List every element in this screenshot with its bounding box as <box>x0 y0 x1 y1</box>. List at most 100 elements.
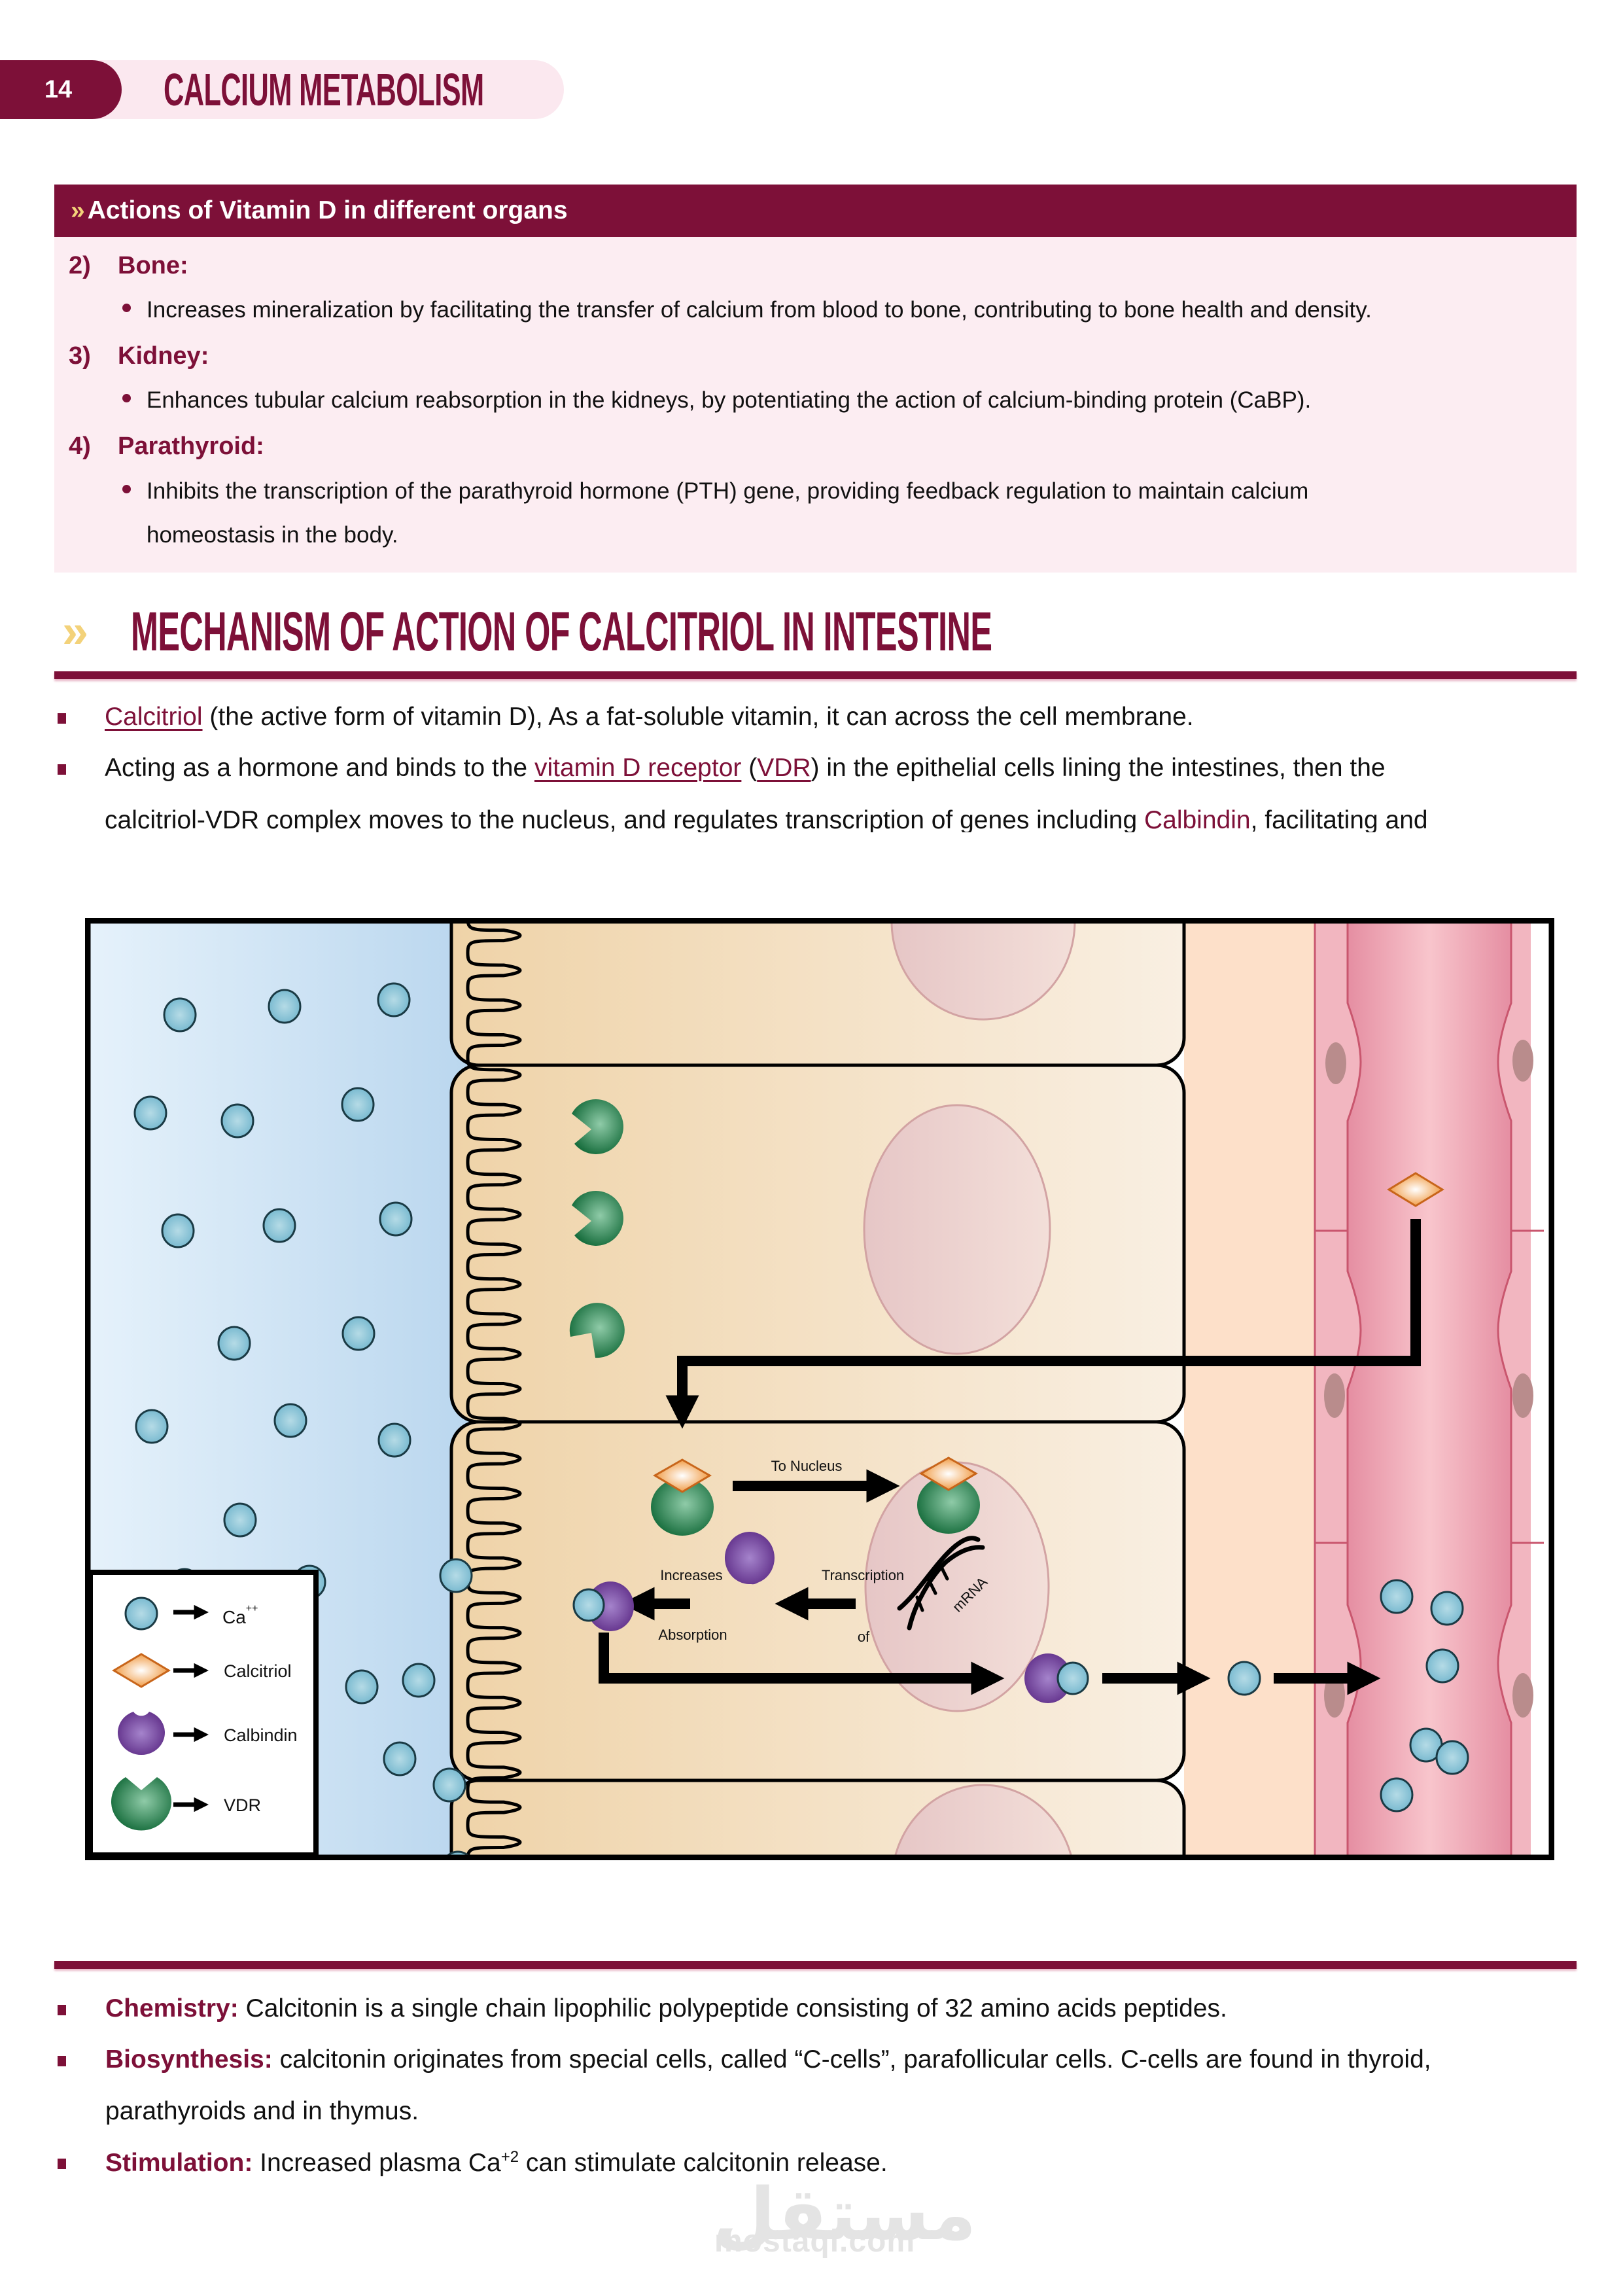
keyword-stimulation: Stimulation: <box>105 2149 253 2177</box>
calcitriol-entry-arrow <box>665 1219 1421 1429</box>
free-vdr-group <box>569 1099 625 1358</box>
paragraph-text: Calcitonin is a single chain lipophilic … <box>238 1994 1227 2022</box>
paragraph-text: , facilitating and <box>1250 806 1428 832</box>
calcium-ion <box>273 1403 307 1438</box>
label-increases: Increases <box>660 1567 722 1583</box>
paragraph-continued-clipped: calcitriol-VDR complex moves to the nucl… <box>105 806 1428 832</box>
organ-item-bone: 2) <box>69 252 91 280</box>
square-bullet-icon <box>58 2159 66 2169</box>
calcium-ion <box>377 982 411 1017</box>
calcium-ion <box>1380 1579 1414 1614</box>
organ-number: 2) <box>69 252 91 279</box>
blood-vessel <box>1314 918 1544 1860</box>
paragraph-text: ( <box>741 754 758 782</box>
endothelial-nucleus <box>1512 1373 1533 1418</box>
diagram-legend: Ca++ Calcitriol Calbindin VDR <box>88 1570 319 1858</box>
label-to-nucleus: To Nucleus <box>771 1458 843 1474</box>
endothelial-nucleus <box>1512 1040 1533 1082</box>
endothelial-nucleus <box>1512 1673 1533 1718</box>
basolateral-transport-arrow <box>599 1633 1005 1695</box>
calcium-ion <box>163 997 197 1033</box>
cell-nucleus <box>893 1784 1073 1860</box>
calcium-ion <box>1425 1648 1459 1684</box>
organ-number: 3) <box>69 342 91 370</box>
square-bullet-icon <box>58 713 66 724</box>
calcium-ion <box>1380 1777 1414 1812</box>
double-chevron-icon: » <box>71 196 85 224</box>
blood-calcium-ions <box>1380 1579 1469 1812</box>
vdr-receptor <box>572 1099 623 1154</box>
calcium-ion <box>1435 1740 1469 1775</box>
vdr-receptor <box>572 1190 623 1246</box>
label-absorption: Absorption <box>658 1627 727 1643</box>
calcium-ion <box>133 1095 167 1131</box>
calcitriol-mechanism-diagram: To Nucleus Increases Absorption Transcri… <box>85 918 1554 1860</box>
vitamin-d-actions-header: »Actions of Vitamin D in different organ… <box>54 185 1577 237</box>
paragraph-text: can stimulate calcitonin release. <box>519 2149 888 2177</box>
bullet-dot <box>122 302 131 314</box>
paragraph-biosynthesis-continued: parathyroids and in thymus. <box>105 2097 419 2125</box>
page-number-badge: 14 <box>0 60 122 119</box>
calcium-ion <box>383 1741 417 1776</box>
calbindin-calcium-complex-basolateral <box>1024 1653 1089 1703</box>
keyword-biosynthesis: Biosynthesis: <box>105 2045 273 2074</box>
vdr-receptor <box>569 1303 625 1358</box>
vitamin-d-actions-box <box>54 185 1577 573</box>
paragraph-vdr: Acting as a hormone and binds to the vit… <box>105 754 1386 783</box>
calcium-ion <box>161 1213 195 1248</box>
legend-label-ca: Ca++ <box>222 1603 258 1627</box>
organ-description: Inhibits the transcription of the parath… <box>147 478 1309 504</box>
organ-description-continued: homeostasis in the body. <box>147 522 398 548</box>
organ-description: Increases mineralization by facilitating… <box>147 297 1372 323</box>
dna-helix-icon <box>897 1536 985 1631</box>
endothelial-nucleus <box>1325 1042 1346 1084</box>
calcitriol-link[interactable]: Calcitriol <box>105 703 203 731</box>
paragraph-chemistry: Chemistry: Calcitonin is a single chain … <box>105 1994 1227 2023</box>
microvilli-brush-border <box>466 918 522 1860</box>
legend-vdr-symbol <box>111 1777 171 1831</box>
label-of: of <box>858 1629 870 1645</box>
endothelial-nucleus <box>1324 1373 1345 1418</box>
pathway-arrows <box>599 1219 1421 1695</box>
endothelial-nucleus <box>1324 1673 1345 1718</box>
enterocyte-cell <box>449 1778 1186 1860</box>
paragraph-biosynthesis: Biosynthesis: calcitonin originates from… <box>105 2045 1431 2074</box>
calcium-ion <box>377 1422 411 1458</box>
organ-name: Bone: <box>118 252 188 279</box>
organ-name: Kidney: <box>118 342 209 370</box>
calbindin-term: Calbindin <box>1143 806 1251 832</box>
calcium-ion <box>341 1087 375 1122</box>
calcium-ion <box>220 1103 254 1139</box>
double-chevron-icon: » <box>62 605 88 658</box>
calbindin-calcium-complex-apical <box>572 1581 634 1631</box>
calcium-ion <box>432 1767 466 1803</box>
section-divider <box>54 671 1577 679</box>
keyword-chemistry: Chemistry: <box>105 1994 239 2022</box>
paragraph-text: calcitriol-VDR complex moves to the nucl… <box>105 806 1144 832</box>
vitamin-d-receptor-link[interactable]: vitamin D receptor <box>534 754 742 782</box>
calcium-ion <box>341 1316 375 1351</box>
square-bullet-icon <box>58 764 66 775</box>
enterocyte-layer <box>449 918 1186 1860</box>
diagram-frame <box>85 918 1554 1860</box>
calcium-ion <box>439 1558 473 1593</box>
enterocyte-cell <box>449 1063 1186 1424</box>
watermark-text: mostaql.com <box>714 2224 916 2259</box>
legend-calcitriol-symbol <box>112 1653 171 1688</box>
section-divider <box>54 1961 1577 1969</box>
vdr-link[interactable]: VDR <box>757 754 811 782</box>
paragraph-calcitriol: Calcitriol (the active form of vitamin D… <box>105 703 1194 732</box>
calcium-ion <box>135 1409 169 1444</box>
organ-name: Parathyroid: <box>118 433 264 460</box>
bullet-dot <box>122 393 131 404</box>
paragraph-text: Increased plasma Ca <box>253 2149 501 2177</box>
legend-calbindin-symbol <box>118 1712 165 1756</box>
calcium-ion <box>217 1326 251 1361</box>
calcitriol-vdr-complex-nucleus <box>917 1457 980 1534</box>
square-bullet-icon <box>58 2005 66 2015</box>
legend-label-calbindin: Calbindin <box>224 1725 298 1745</box>
calcitriol-in-blood <box>1387 1172 1444 1207</box>
paragraph-stimulation: Stimulation: Increased plasma Ca+2 can s… <box>105 2148 888 2178</box>
legend-label-vdr: VDR <box>224 1795 261 1815</box>
bullet-dot <box>122 484 131 495</box>
